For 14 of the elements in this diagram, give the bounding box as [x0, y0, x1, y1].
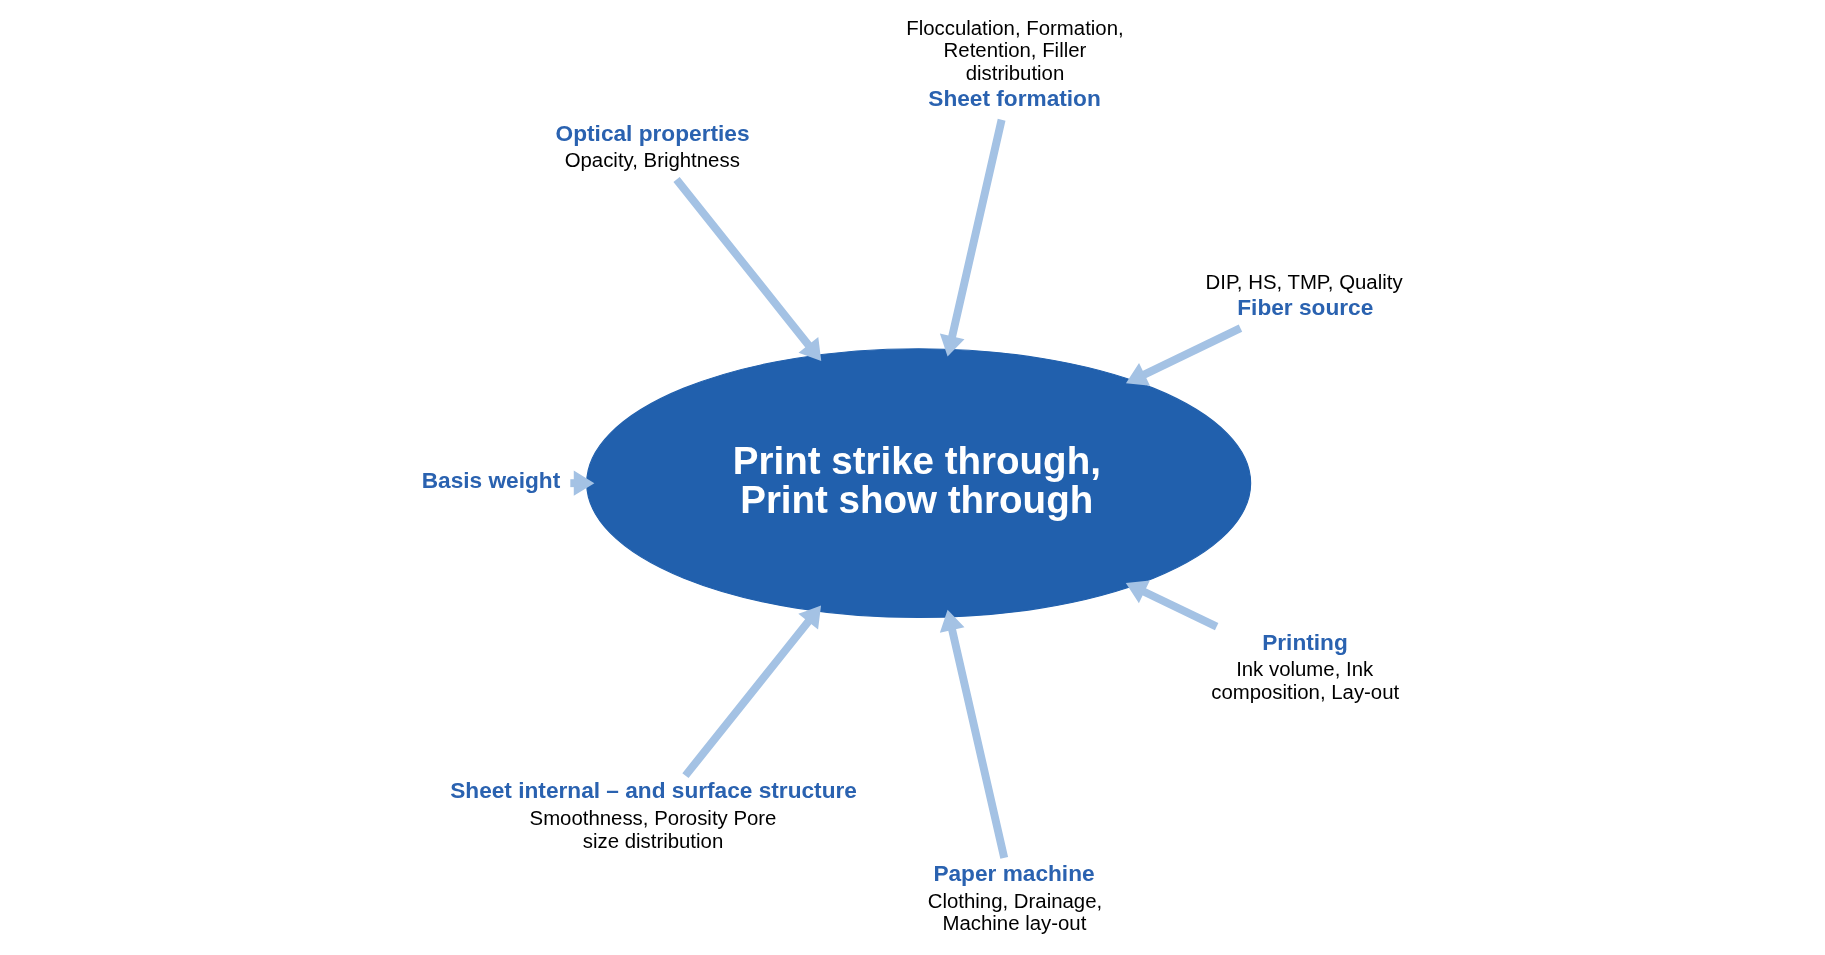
arrow	[1125, 580, 1219, 631]
arrow	[939, 118, 1006, 357]
node-text: Paper machine Clothing, Drainage, Machine lay-out	[927, 859, 1103, 935]
arrow	[939, 609, 1009, 859]
node-text: Basis weight	[421, 466, 561, 493]
node-text: Optical properties Opacity, Brightness	[555, 119, 750, 172]
node-text: DIP, HS, TMP, Quality Fiber source	[1205, 270, 1403, 320]
arrow	[1125, 324, 1243, 386]
node-ellipse: Print strike through, Print show through	[586, 348, 1252, 619]
node-text: Sheet internal – and surface structure Smoothness, Porosity Pore size distribution	[450, 777, 857, 852]
arrow	[682, 605, 822, 779]
arrow	[673, 177, 822, 361]
node-text: Printing Ink volume, Ink composition, Lay-out	[1211, 628, 1400, 703]
node-text: Flocculation, Formation, Retention, Filler distribution Sheet formation	[906, 16, 1124, 111]
